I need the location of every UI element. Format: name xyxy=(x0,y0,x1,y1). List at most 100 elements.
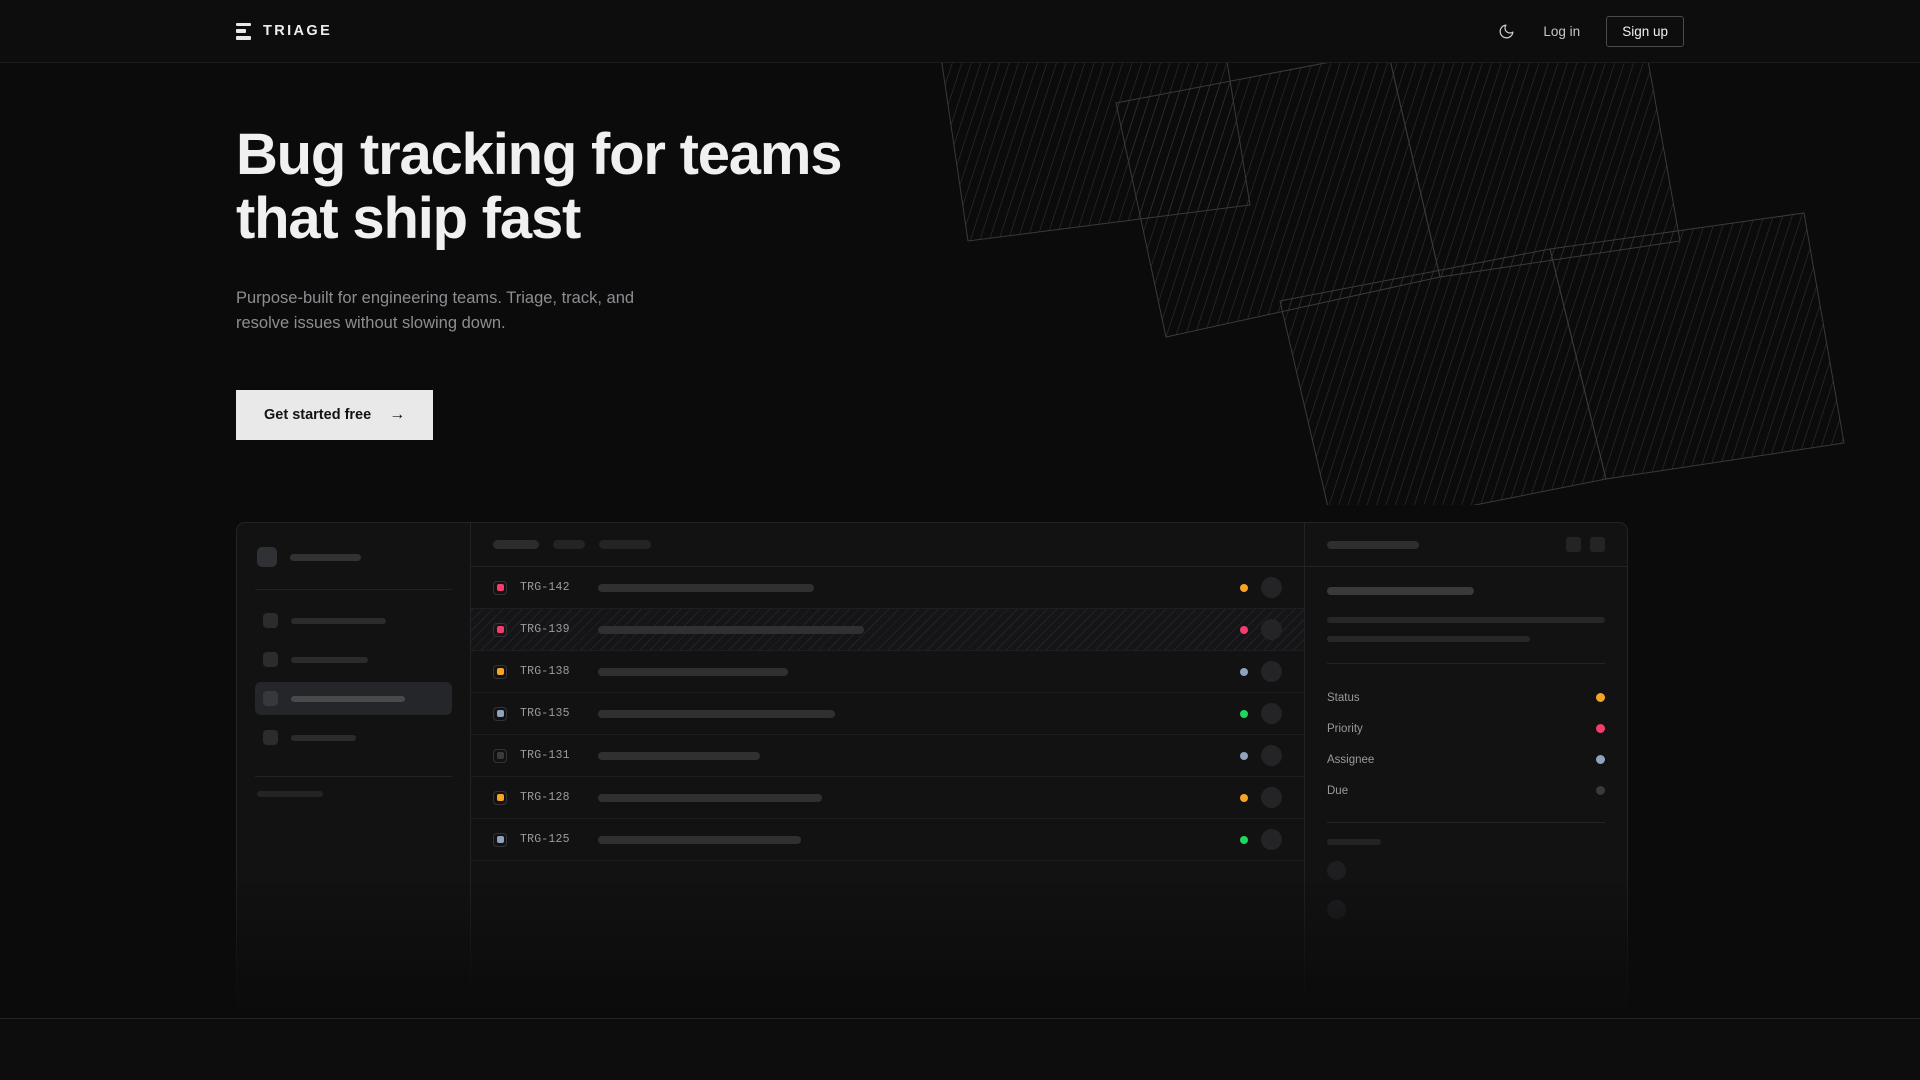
status-dot xyxy=(1240,793,1248,802)
issue-id: TRG-125 xyxy=(520,833,570,846)
detail-property-value-dot xyxy=(1596,693,1605,702)
mock-sidebar-item-0[interactable] xyxy=(255,604,452,637)
signup-button[interactable]: Sign up xyxy=(1606,15,1684,47)
mock-sidebar-divider-top xyxy=(255,589,452,590)
assignee-avatar xyxy=(1261,577,1282,598)
priority-badge-icon xyxy=(493,580,507,595)
issue-row-meta xyxy=(1240,661,1282,682)
mock-workspace-name-placeholder xyxy=(290,553,361,561)
detail-property-value-dot xyxy=(1596,724,1605,733)
hero-section: Bug tracking for teams that ship fast Pu… xyxy=(0,63,1920,440)
issue-row-meta xyxy=(1240,619,1282,640)
arrow-right-icon: → xyxy=(389,405,406,423)
mock-issue-row[interactable]: TRG-142 xyxy=(471,567,1304,609)
mock-filter-chip[interactable] xyxy=(599,540,651,549)
issue-row-meta xyxy=(1240,577,1282,598)
mock-sidebar-item-label-placeholder xyxy=(291,734,356,741)
detail-property-label: Due xyxy=(1327,784,1349,797)
assignee-avatar xyxy=(1261,787,1282,808)
mock-issue-row[interactable]: TRG-128 xyxy=(471,777,1304,819)
issue-title-placeholder xyxy=(598,667,788,676)
issue-id: TRG-139 xyxy=(520,623,570,636)
priority-badge-icon xyxy=(493,748,507,763)
mock-issue-row[interactable]: TRG-131 xyxy=(471,735,1304,777)
get-started-button[interactable]: Get started free → xyxy=(236,389,434,440)
priority-badge-icon xyxy=(493,664,507,679)
mock-filter-chip[interactable] xyxy=(493,540,539,549)
mock-sidebar-item-3[interactable] xyxy=(255,721,452,754)
page-bottom-divider xyxy=(0,1018,1920,1019)
mock-detail-divider xyxy=(1327,663,1605,664)
mock-issue-row[interactable]: TRG-139 xyxy=(471,609,1304,651)
mock-sidebar-subitem-2[interactable] xyxy=(255,849,452,867)
detail-property-assignee[interactable]: Assignee xyxy=(1327,744,1605,775)
mock-workspace-avatar xyxy=(257,547,277,567)
brand-name: TRIAGE xyxy=(263,23,333,39)
navbar-actions: Log in Sign up xyxy=(1495,15,1684,47)
issue-row-meta xyxy=(1240,703,1282,724)
login-link[interactable]: Log in xyxy=(1543,23,1581,39)
detail-property-label: Assignee xyxy=(1327,753,1375,766)
issue-id: TRG-135 xyxy=(520,707,570,720)
detail-property-label: Priority xyxy=(1327,722,1363,735)
brand-logo[interactable]: TRIAGE xyxy=(236,22,333,40)
mock-issue-row[interactable]: TRG-135 xyxy=(471,693,1304,735)
footer-area xyxy=(0,1019,1920,1080)
status-dot xyxy=(1240,625,1248,634)
page-title: Bug tracking for teams that ship fast xyxy=(236,122,842,251)
issue-title-placeholder xyxy=(598,583,814,592)
moon-icon[interactable] xyxy=(1495,20,1517,42)
priority-badge-icon xyxy=(493,622,507,637)
assignee-avatar xyxy=(1261,619,1282,640)
mock-activity-label-placeholder xyxy=(1327,839,1381,845)
mock-detail-action-button[interactable] xyxy=(1590,537,1605,552)
issue-title-placeholder xyxy=(598,751,760,760)
issue-id: TRG-128 xyxy=(520,791,570,804)
mock-sidebar-item-label-placeholder xyxy=(291,695,405,702)
detail-property-priority[interactable]: Priority xyxy=(1327,713,1605,744)
mock-sidebar-item-1[interactable] xyxy=(255,643,452,676)
status-dot xyxy=(1240,667,1248,676)
detail-property-value-dot xyxy=(1596,755,1605,764)
mock-sidebar-item-2[interactable] xyxy=(255,682,452,715)
mock-sidebar-subitem-1[interactable] xyxy=(255,831,452,849)
mock-sidebar-item-icon xyxy=(263,730,278,745)
mock-issue-row[interactable]: TRG-138 xyxy=(471,651,1304,693)
hero-subtitle: Purpose-built for engineering teams. Tri… xyxy=(236,288,635,333)
mock-sidebar-subitem-0[interactable] xyxy=(255,813,452,831)
priority-badge-icon xyxy=(493,790,507,805)
mock-detail-action-button[interactable] xyxy=(1566,537,1581,552)
mock-sidebar-item-label-placeholder xyxy=(291,617,386,624)
mock-sidebar-section-label xyxy=(257,791,323,797)
mock-sidebar-item-icon xyxy=(263,613,278,628)
detail-property-label: Status xyxy=(1327,691,1360,704)
mock-detail-header xyxy=(1305,523,1627,567)
navbar: TRIAGE Log in Sign up xyxy=(0,0,1920,63)
mock-sidebar-brand[interactable] xyxy=(255,545,452,567)
status-dot xyxy=(1240,835,1248,844)
mock-sidebar-item-icon xyxy=(263,652,278,667)
issue-title-placeholder xyxy=(598,793,822,802)
issue-id: TRG-142 xyxy=(520,581,570,594)
mock-detail-title-placeholder xyxy=(1327,587,1474,595)
mock-detail-desc-line xyxy=(1327,617,1605,623)
mock-filter-chip[interactable] xyxy=(553,540,585,549)
assignee-avatar xyxy=(1261,703,1282,724)
get-started-label: Get started free xyxy=(264,406,372,423)
priority-badge-icon xyxy=(493,706,507,721)
detail-property-value-dot xyxy=(1596,786,1605,795)
mock-sidebar-item-icon xyxy=(263,691,278,706)
detail-property-status[interactable]: Status xyxy=(1327,682,1605,713)
issue-id: TRG-131 xyxy=(520,749,570,762)
status-dot xyxy=(1240,583,1248,592)
mock-sidebar-divider-bottom xyxy=(255,776,452,777)
detail-property-due[interactable]: Due xyxy=(1327,775,1605,806)
issue-title-placeholder xyxy=(598,835,801,844)
status-dot xyxy=(1240,709,1248,718)
mock-issue-row[interactable]: TRG-125 xyxy=(471,819,1304,861)
